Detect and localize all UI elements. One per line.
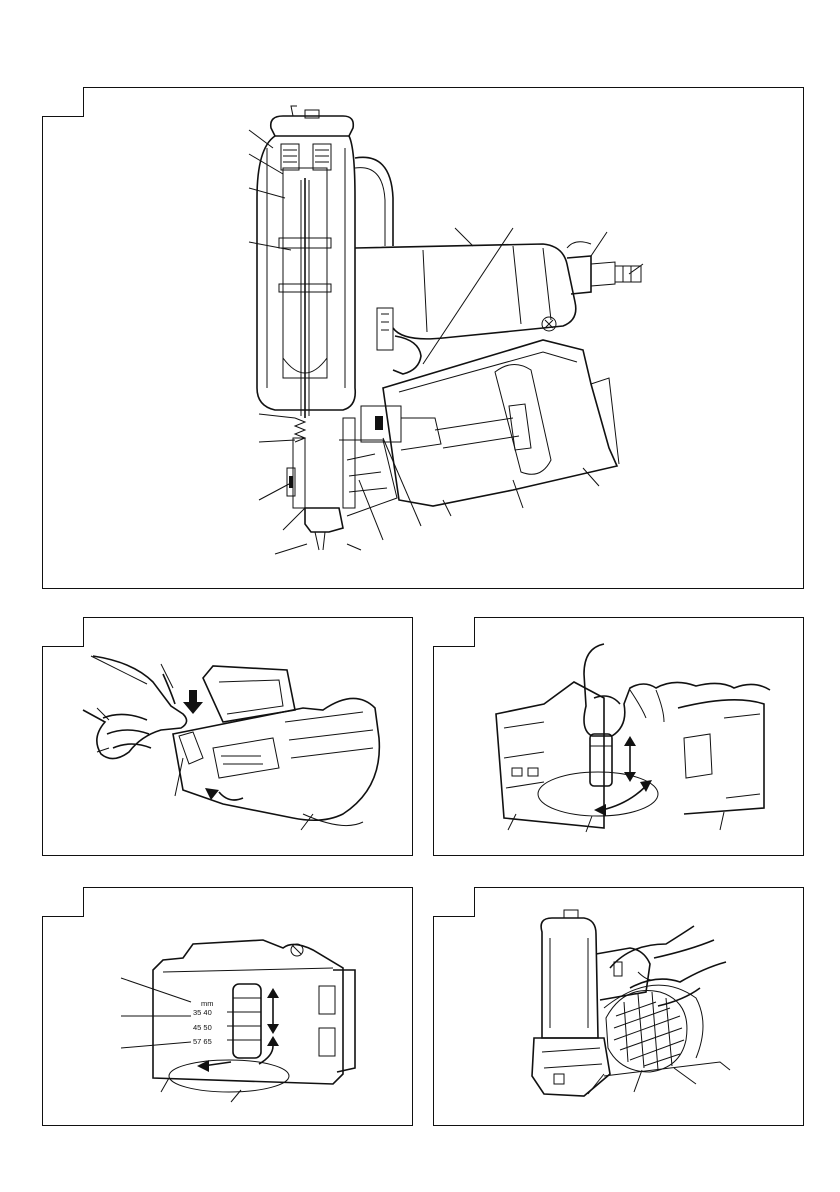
- figure-1-panel: [42, 87, 804, 589]
- scale-row-2: 45 50: [193, 1023, 212, 1032]
- scale-unit-label: mm: [201, 999, 214, 1008]
- figure-5-panel: [433, 887, 804, 1126]
- figure-3-panel: [433, 617, 804, 856]
- figure-2-panel: [42, 617, 413, 856]
- nailer-cross-section-drawing: [43, 88, 805, 590]
- scale-row-1: 35 40: [193, 1008, 212, 1017]
- coil-loading-drawing: [434, 888, 805, 1127]
- nail-plate-adjustment-drawing: [434, 618, 805, 857]
- magazine-release-drawing: [43, 618, 414, 857]
- figure-4-panel: mm 35 40 45 50 57 65: [42, 887, 413, 1126]
- scale-row-3: 57 65: [193, 1037, 212, 1046]
- nail-length-scale-drawing: mm 35 40 45 50 57 65: [43, 888, 414, 1127]
